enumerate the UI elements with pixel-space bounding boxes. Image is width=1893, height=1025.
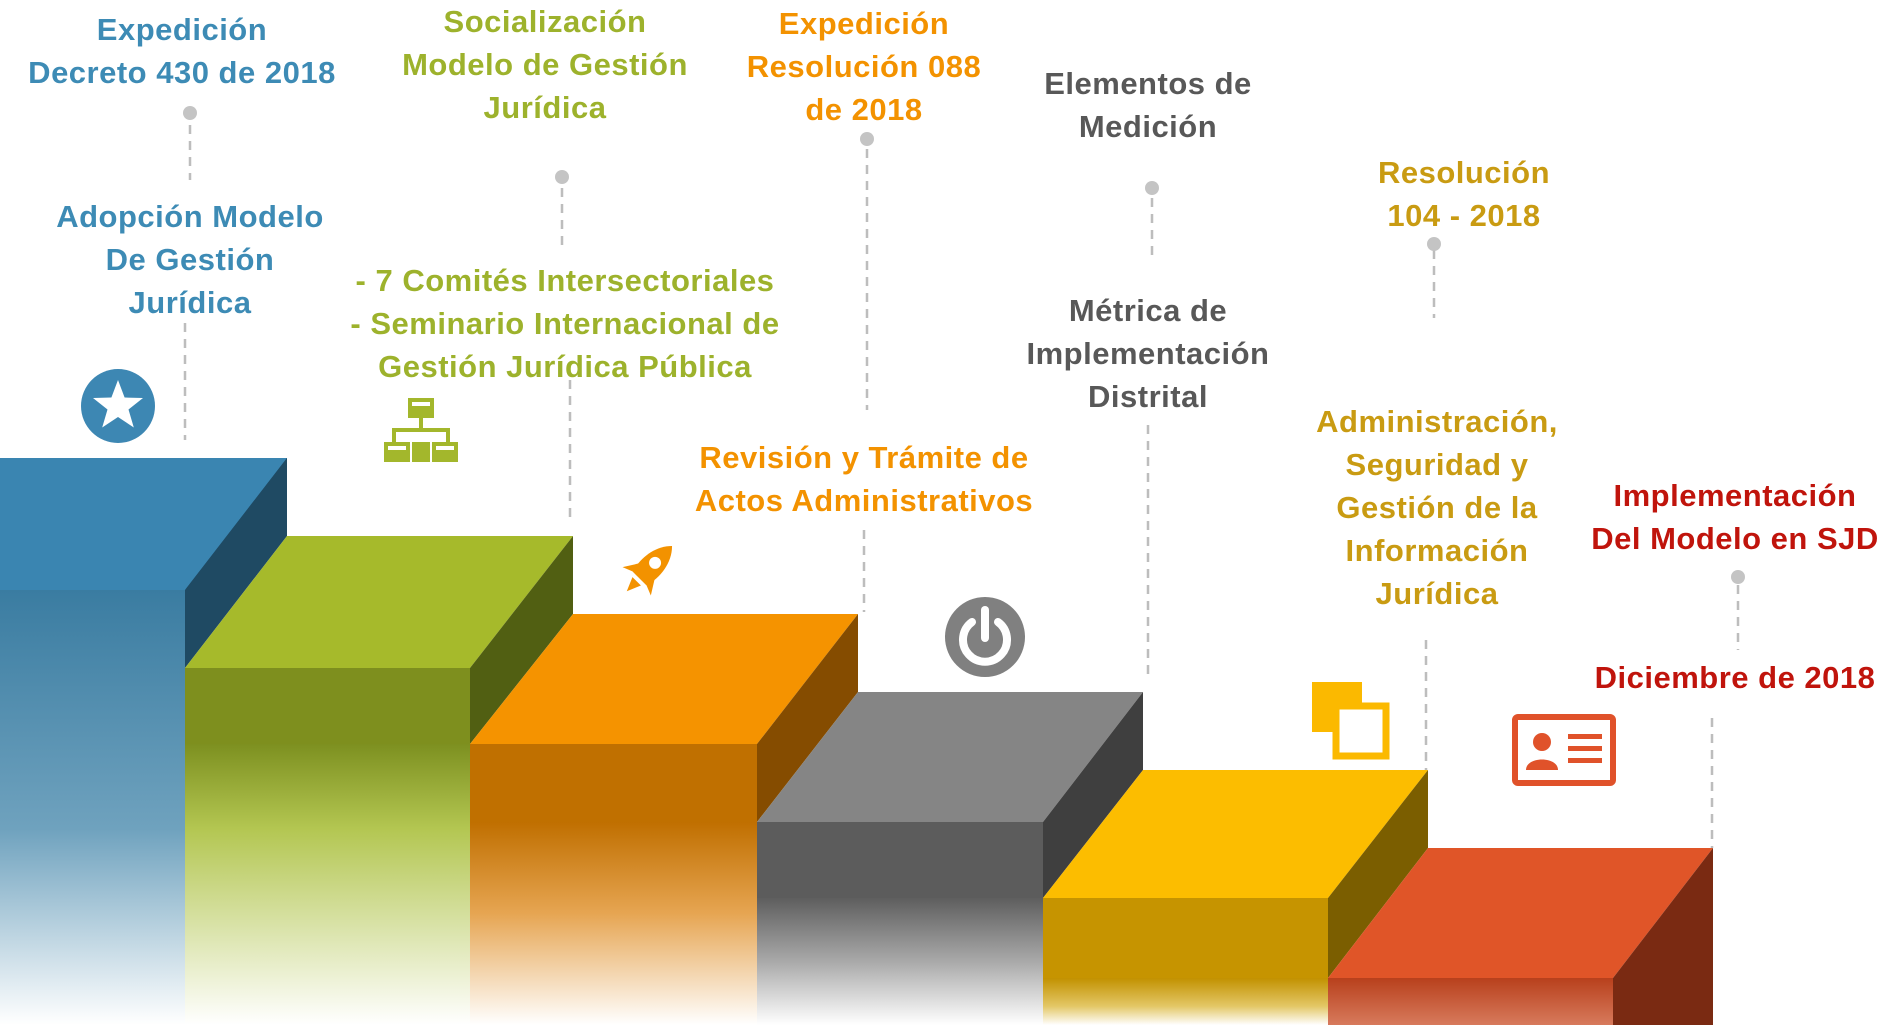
connector-dot-2 <box>555 170 569 184</box>
step-block-6 <box>1328 848 1713 1025</box>
id-card-icon <box>1512 714 1616 786</box>
step-5-top-label: Resolución 104 - 2018 <box>1377 155 1551 233</box>
connector-dot-4 <box>1145 181 1159 195</box>
connector-dot-3 <box>860 132 874 146</box>
connector-dot-5 <box>1427 237 1441 251</box>
step-6-bottom-label: Diciembre de 2018 <box>1594 660 1876 695</box>
step-3-bottom-label: Revisión y Trámite de Actos Administrati… <box>694 440 1034 518</box>
power-icon <box>945 597 1025 677</box>
step-block-5 <box>1043 770 1428 1025</box>
copy-squares-icon <box>1312 682 1390 760</box>
org-chart-icon <box>384 398 458 462</box>
step-6-top-label: Implementación Del Modelo en SJD <box>1591 478 1879 556</box>
step-1-bottom-label: Adopción Modelo De Gestión Jurídica <box>56 199 324 320</box>
connector-dots <box>183 106 1745 584</box>
step-5-bottom-label: Administración, Seguridad y Gestión de l… <box>1316 404 1558 611</box>
step-2-bottom-label: - 7 Comités Intersectoriales - Seminario… <box>350 263 780 384</box>
step-2-top-label: Socialización Modelo de Gestión Jurídica <box>402 4 688 125</box>
star-icon <box>81 369 155 443</box>
connector-dot-1 <box>183 106 197 120</box>
step-block-4 <box>757 692 1143 1025</box>
connector-lines <box>183 125 1740 848</box>
step-block-2 <box>185 536 573 1025</box>
step-4-top-label: Elementos de Medición <box>1044 66 1252 144</box>
connector-dot-6 <box>1731 570 1745 584</box>
step-1-top-label: Expedición Decreto 430 de 2018 <box>28 12 336 90</box>
step-4-bottom-label: Métrica de Implementación Distrital <box>1026 293 1270 414</box>
step-block-1 <box>0 458 287 1025</box>
rocket-icon <box>622 545 673 596</box>
step-block-3 <box>470 614 858 1025</box>
step-3-top-label: Expedición Resolución 088 de 2018 <box>746 6 982 127</box>
